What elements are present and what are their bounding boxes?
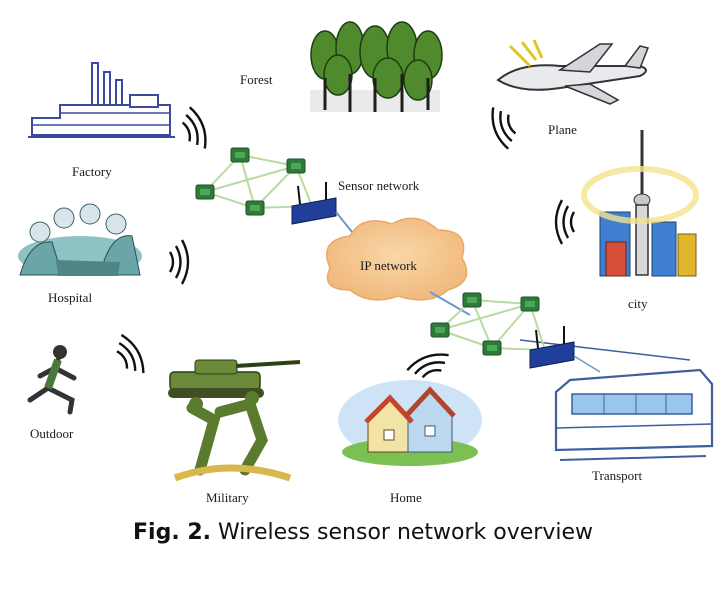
cloud-icon	[326, 217, 468, 301]
factory-icon	[28, 62, 175, 138]
label-ip-network: IP network	[360, 258, 417, 273]
router-icon	[529, 326, 575, 369]
label-sensor-network: Sensor network	[338, 178, 420, 193]
label-city: city	[628, 296, 648, 311]
tram-icon	[519, 339, 714, 461]
label-home: Home	[390, 490, 422, 505]
label-transport: Transport	[592, 468, 643, 483]
military-icon	[168, 359, 301, 482]
runner-icon	[27, 345, 77, 415]
label-plane: Plane	[548, 122, 577, 137]
label-factory: Factory	[72, 164, 112, 179]
label-hospital: Hospital	[48, 290, 93, 305]
home-icon	[338, 380, 482, 466]
label-forest: Forest	[240, 72, 273, 87]
plane-icon	[496, 39, 650, 105]
hospital-icon	[18, 203, 142, 276]
caption-prefix: Fig. 2.	[133, 520, 211, 545]
sensor-cluster-top	[195, 147, 313, 216]
city-icon	[581, 130, 699, 277]
label-military: Military	[206, 490, 249, 505]
forest-icon	[310, 21, 443, 112]
router-icon	[291, 182, 337, 225]
figure-caption: Fig. 2. Wireless sensor network overview	[0, 520, 726, 545]
label-outdoor: Outdoor	[30, 426, 74, 441]
caption-text: Wireless sensor network overview	[218, 520, 593, 545]
